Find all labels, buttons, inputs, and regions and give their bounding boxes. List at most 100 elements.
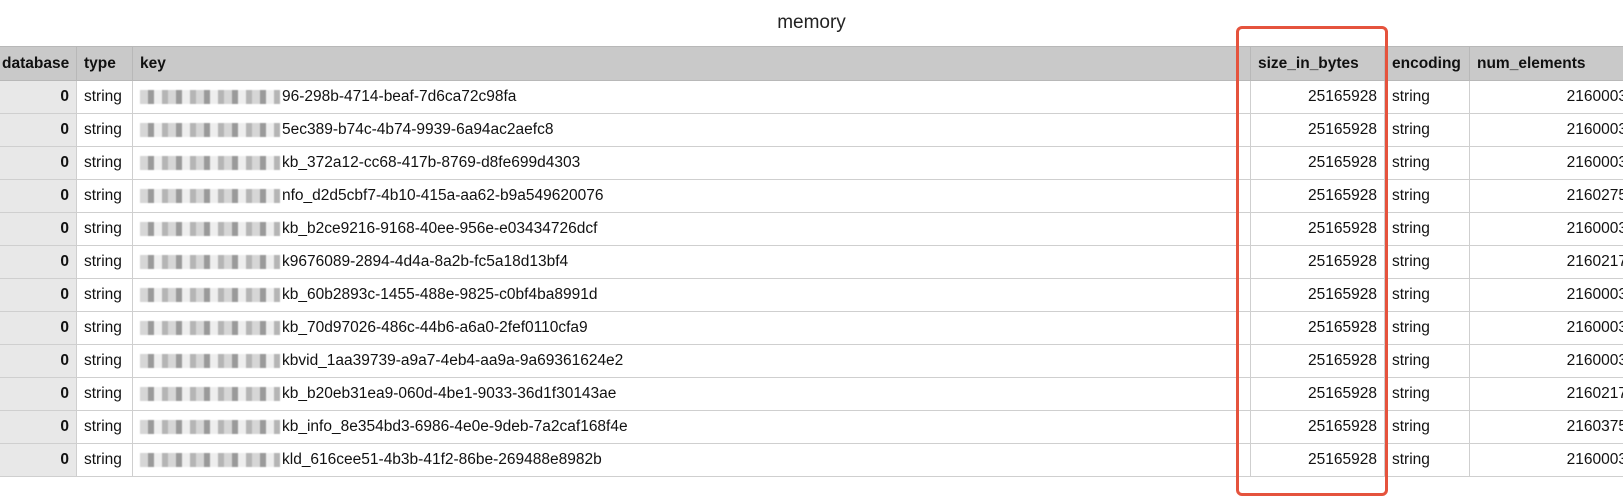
cell-key[interactable]: kb_372a12-cc68-417b-8769-d8fe699d4303 — [133, 147, 1251, 180]
cell-database[interactable]: 0 — [0, 345, 77, 378]
cell-encoding[interactable]: string — [1385, 378, 1470, 411]
redacted-key-prefix — [140, 156, 280, 170]
cell-num-elements[interactable]: 2160003 — [1470, 147, 1623, 180]
cell-encoding[interactable]: string — [1385, 81, 1470, 114]
cell-num-elements[interactable]: 2160217 — [1470, 378, 1623, 411]
cell-key[interactable]: kb_70d97026-486c-44b6-a6a0-2fef0110cfa9 — [133, 312, 1251, 345]
redacted-key-prefix — [140, 387, 280, 401]
cell-type[interactable]: string — [77, 279, 133, 312]
cell-size-in-bytes[interactable]: 25165928 — [1251, 147, 1385, 180]
cell-encoding[interactable]: string — [1385, 444, 1470, 477]
cell-key[interactable]: kb_b20eb31ea9-060d-4be1-9033-36d1f30143a… — [133, 378, 1251, 411]
cell-encoding[interactable]: string — [1385, 114, 1470, 147]
redacted-key-prefix — [140, 420, 280, 434]
key-text: kb_372a12-cc68-417b-8769-d8fe699d4303 — [282, 154, 580, 171]
cell-database[interactable]: 0 — [0, 147, 77, 180]
cell-encoding[interactable]: string — [1385, 345, 1470, 378]
cell-key[interactable]: 5ec389-b74c-4b74-9939-6a94ac2aefc8 — [133, 114, 1251, 147]
cell-size-in-bytes[interactable]: 25165928 — [1251, 213, 1385, 246]
key-text: nfo_d2d5cbf7-4b10-415a-aa62-b9a549620076 — [282, 187, 603, 204]
cell-encoding[interactable]: string — [1385, 147, 1470, 180]
cell-database[interactable]: 0 — [0, 444, 77, 477]
cell-key[interactable]: kbvid_1aa39739-a9a7-4eb4-aa9a-9a69361624… — [133, 345, 1251, 378]
cell-size-in-bytes[interactable]: 25165928 — [1251, 345, 1385, 378]
cell-encoding[interactable]: string — [1385, 279, 1470, 312]
cell-database[interactable]: 0 — [0, 312, 77, 345]
cell-num-elements[interactable]: 2160003 — [1470, 213, 1623, 246]
cell-encoding[interactable]: string — [1385, 180, 1470, 213]
cell-database[interactable]: 0 — [0, 114, 77, 147]
cell-database[interactable]: 0 — [0, 279, 77, 312]
cell-num-elements[interactable]: 2160275 — [1470, 180, 1623, 213]
cell-num-elements[interactable]: 2160003 — [1470, 312, 1623, 345]
cell-size-in-bytes[interactable]: 25165928 — [1251, 411, 1385, 444]
redacted-key-prefix — [140, 123, 280, 137]
cell-size-in-bytes[interactable]: 25165928 — [1251, 444, 1385, 477]
cell-database[interactable]: 0 — [0, 213, 77, 246]
cell-encoding[interactable]: string — [1385, 213, 1470, 246]
cell-num-elements[interactable]: 2160003 — [1470, 444, 1623, 477]
cell-size-in-bytes[interactable]: 25165928 — [1251, 312, 1385, 345]
cell-num-elements[interactable]: 2160003 — [1470, 345, 1623, 378]
cell-type[interactable]: string — [77, 246, 133, 279]
cell-key[interactable]: kb_info_8e354bd3-6986-4e0e-9deb-7a2caf16… — [133, 411, 1251, 444]
cell-type[interactable]: string — [77, 81, 133, 114]
redacted-key-prefix — [140, 255, 280, 269]
cell-key[interactable]: kb_b2ce9216-9168-40ee-956e-e03434726dcf — [133, 213, 1251, 246]
cell-num-elements[interactable]: 2160003 — [1470, 114, 1623, 147]
column-header-key[interactable]: key — [133, 47, 1251, 81]
cell-database[interactable]: 0 — [0, 81, 77, 114]
column-header-database[interactable]: database — [0, 47, 77, 81]
column-header-size-in-bytes[interactable]: size_in_bytes — [1251, 47, 1385, 81]
cell-size-in-bytes[interactable]: 25165928 — [1251, 246, 1385, 279]
cell-key[interactable]: k9676089-2894-4d4a-8a2b-fc5a18d13bf4 — [133, 246, 1251, 279]
cell-type[interactable]: string — [77, 444, 133, 477]
cell-type[interactable]: string — [77, 147, 133, 180]
cell-size-in-bytes[interactable]: 25165928 — [1251, 279, 1385, 312]
cell-num-elements[interactable]: 2160003 — [1470, 81, 1623, 114]
cell-key[interactable]: 96-298b-4714-beaf-7d6ca72c98fa — [133, 81, 1251, 114]
cell-encoding[interactable]: string — [1385, 411, 1470, 444]
cell-size-in-bytes[interactable]: 25165928 — [1251, 81, 1385, 114]
cell-type[interactable]: string — [77, 345, 133, 378]
cell-size-in-bytes[interactable]: 25165928 — [1251, 378, 1385, 411]
cell-type[interactable]: string — [77, 114, 133, 147]
cell-type[interactable]: string — [77, 180, 133, 213]
cell-database[interactable]: 0 — [0, 180, 77, 213]
redacted-key-prefix — [140, 90, 280, 104]
cell-encoding[interactable]: string — [1385, 246, 1470, 279]
cell-key[interactable]: kb_60b2893c-1455-488e-9825-c0bf4ba8991d — [133, 279, 1251, 312]
column-header-num-elements[interactable]: num_elements — [1470, 47, 1623, 81]
cell-size-in-bytes[interactable]: 25165928 — [1251, 114, 1385, 147]
cell-type[interactable]: string — [77, 378, 133, 411]
cell-database[interactable]: 0 — [0, 378, 77, 411]
cell-key[interactable]: kld_616cee51-4b3b-41f2-86be-269488e8982b — [133, 444, 1251, 477]
cell-type[interactable]: string — [77, 213, 133, 246]
column-header-encoding[interactable]: encoding — [1385, 47, 1470, 81]
cell-database[interactable]: 0 — [0, 411, 77, 444]
cell-key[interactable]: nfo_d2d5cbf7-4b10-415a-aa62-b9a549620076 — [133, 180, 1251, 213]
cell-type[interactable]: string — [77, 312, 133, 345]
cell-type[interactable]: string — [77, 411, 133, 444]
cell-num-elements[interactable]: 2160375 — [1470, 411, 1623, 444]
key-text: 96-298b-4714-beaf-7d6ca72c98fa — [282, 88, 516, 105]
cell-size-in-bytes[interactable]: 25165928 — [1251, 180, 1385, 213]
column-header-type[interactable]: type — [77, 47, 133, 81]
cell-encoding[interactable]: string — [1385, 312, 1470, 345]
cell-num-elements[interactable]: 2160217 — [1470, 246, 1623, 279]
cell-database[interactable]: 0 — [0, 246, 77, 279]
redacted-key-prefix — [140, 354, 280, 368]
cell-num-elements[interactable]: 2160003 — [1470, 279, 1623, 312]
